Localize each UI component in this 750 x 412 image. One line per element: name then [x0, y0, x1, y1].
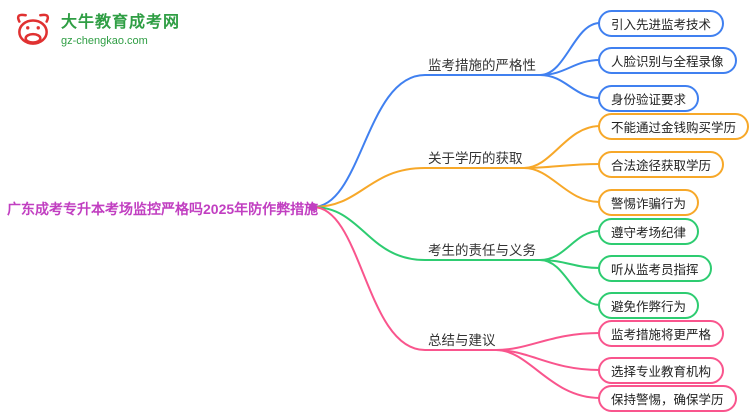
central-node-dot [309, 203, 317, 211]
leaf-node: 遵守考场纪律 [598, 218, 700, 245]
leaf-node: 听从监考员指挥 [598, 255, 712, 282]
leaf-node: 人脸识别与全程录像 [598, 47, 737, 74]
bull-logo-icon [12, 10, 54, 52]
branch-label-1: 关于学历的获取 [428, 151, 523, 166]
site-logo[interactable]: 大牛教育成考网 gz-chengkao.com [12, 10, 180, 52]
branch-label-0: 监考措施的严格性 [428, 58, 536, 73]
leaf-node: 选择专业教育机构 [598, 357, 725, 384]
branch-1-lines [312, 125, 601, 208]
branch-2-lines [312, 206, 601, 306]
leaf-node: 保持警惕，确保学历 [598, 385, 737, 412]
branch-0-lines [312, 22, 601, 208]
leaf-node: 合法途径获取学历 [598, 151, 725, 178]
leaf-node: 避免作弊行为 [598, 292, 700, 319]
branch-3-lines [312, 206, 601, 399]
leaf-node: 监考措施将更严格 [598, 320, 725, 347]
branch-label-2: 考生的责任与义务 [428, 243, 536, 258]
leaf-node: 不能通过金钱购买学历 [598, 113, 750, 140]
logo-subtitle: gz-chengkao.com [61, 34, 148, 47]
logo-title: 大牛教育成考网 [61, 14, 181, 32]
leaf-node: 引入先进监考技术 [598, 10, 725, 37]
branch-label-3: 总结与建议 [428, 333, 496, 348]
logo-text: 大牛教育成考网 gz-chengkao.com [61, 14, 180, 47]
leaf-node: 身份验证要求 [598, 85, 700, 112]
central-topic: 广东成考专升本考场监控严格吗2025年防作弊措施 [7, 201, 319, 217]
leaf-node: 警惕诈骗行为 [598, 189, 700, 216]
